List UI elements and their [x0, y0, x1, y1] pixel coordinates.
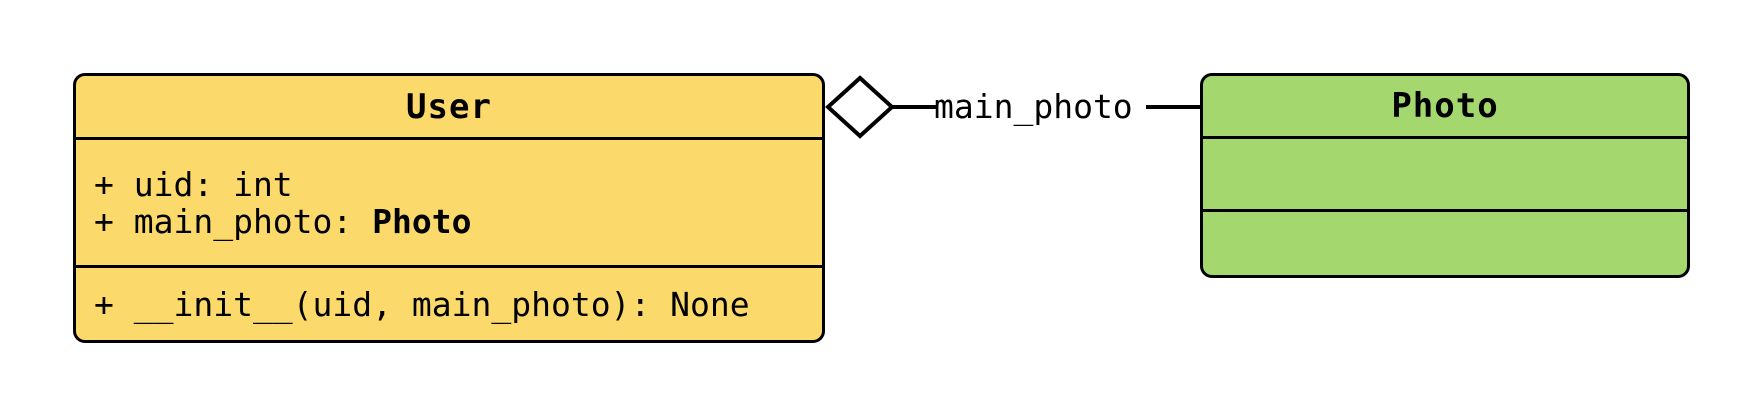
class-title-photo: Photo — [1391, 86, 1499, 126]
photo-methods-compartment — [1203, 209, 1687, 275]
method-row: + __init__(uid, main_photo): None — [94, 284, 750, 324]
aggregation-connector — [825, 75, 1204, 139]
attribute-row: + main_photo: Photo — [94, 203, 822, 240]
class-title-user: User — [406, 86, 492, 127]
user-attributes-compartment: + uid: int + main_photo: Photo — [76, 137, 822, 265]
attribute-prefix: + main_photo: — [94, 201, 373, 241]
class-box-user: User + uid: int + main_photo: Photo + __… — [73, 73, 825, 343]
photo-attributes-compartment — [1203, 136, 1687, 209]
attribute-row: + uid: int — [94, 164, 293, 204]
user-methods-compartment: + __init__(uid, main_photo): None — [76, 265, 822, 340]
class-box-photo: Photo — [1200, 73, 1690, 278]
relationship-label: main_photo — [934, 87, 1133, 126]
aggregation-diamond-icon — [825, 75, 895, 139]
attribute-type: Photo — [372, 201, 472, 241]
